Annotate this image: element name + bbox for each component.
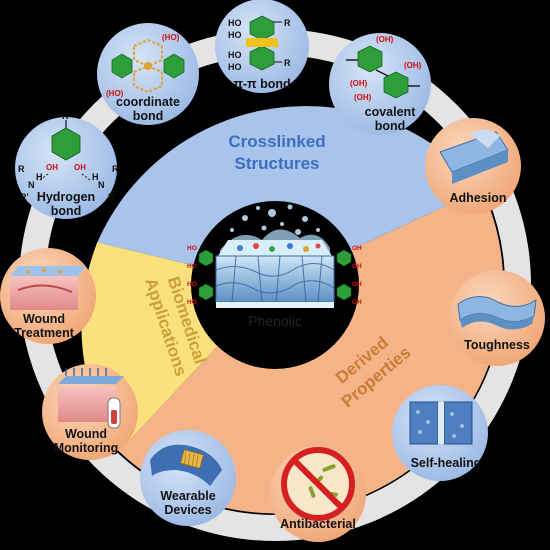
wound-treatment-label-line2: Treatment — [14, 326, 75, 340]
covalent-bond-label-line2: bond — [375, 119, 406, 133]
svg-text:R: R — [284, 18, 291, 28]
covalent-bond-icon: (OH) (OH) (OH) (OH) — [346, 35, 422, 102]
coordinate-bond-icon: (HO) (HO) — [106, 33, 185, 98]
node-toughness: Toughness — [449, 270, 545, 366]
svg-text:H: H — [92, 172, 99, 182]
crosslinked-label-line2: Structures — [234, 154, 319, 173]
svg-text:HO: HO — [187, 281, 197, 288]
node-self-healing: Self-healing — [392, 385, 488, 481]
svg-text:R: R — [112, 164, 119, 174]
node-antibacterial: Antibacterial — [270, 446, 366, 542]
svg-text:HO: HO — [228, 62, 242, 72]
svg-text:R': R' — [108, 192, 117, 202]
svg-text:(OH): (OH) — [404, 61, 422, 70]
wound-treatment-label-line1: Wound — [23, 312, 65, 326]
node-wound-monitoring: Wound Monitoring — [42, 364, 138, 460]
svg-text:HO: HO — [187, 263, 197, 270]
svg-text:(HO): (HO) — [162, 33, 180, 42]
crosslinked-label-line1: Crosslinked — [228, 132, 325, 151]
wound-monitoring-icon — [58, 368, 124, 429]
node-coordinate-bond: (HO) (HO) coordinate bond — [97, 23, 199, 125]
wound-monitoring-label-line2: Monitoring — [54, 441, 119, 455]
node-adhesion: Adhesion — [425, 118, 521, 214]
svg-text:R: R — [284, 58, 291, 68]
node-covalent-bond: (OH) (OH) (OH) (OH) covalent bond — [329, 33, 431, 135]
toughness-label: Toughness — [464, 338, 530, 352]
svg-text:N: N — [98, 180, 105, 190]
pi-pi-bond-label: π-π bond — [233, 77, 290, 91]
wound-monitoring-label-line1: Wound — [65, 427, 107, 441]
svg-text:(OH): (OH) — [350, 79, 368, 88]
svg-text:(OH): (OH) — [354, 93, 372, 102]
covalent-bond-label-line1: covalent — [365, 105, 417, 119]
segment-crosslinked — [97, 106, 482, 286]
coordinate-bond-label-line1: coordinate — [116, 95, 180, 109]
svg-text:HO: HO — [187, 299, 197, 306]
self-healing-label: Self-healing — [411, 456, 482, 470]
svg-text:HO: HO — [187, 245, 197, 252]
svg-text:R: R — [62, 111, 69, 121]
pi-pi-bond-icon: HO HO HO HO R R — [228, 15, 291, 72]
svg-text:HO: HO — [228, 18, 242, 28]
svg-text:HO: HO — [228, 30, 242, 40]
antibacterial-label: Antibacterial — [280, 517, 356, 531]
node-wound-treatment: Wound Treatment — [0, 248, 96, 344]
antibacterial-icon — [281, 447, 355, 521]
svg-text:(OH): (OH) — [376, 35, 394, 44]
svg-text:R: R — [18, 164, 25, 174]
svg-text:OH: OH — [46, 163, 58, 172]
wearable-device-icon — [150, 444, 222, 486]
coordinate-bond-label-line2: bond — [133, 109, 164, 123]
adhesion-label: Adhesion — [450, 191, 507, 205]
hydrogen-bond-label-line2: bond — [51, 204, 82, 218]
svg-text:OH: OH — [352, 245, 362, 252]
hydrogen-bond-icon: R OH OH R R N N H H R' R' — [18, 111, 119, 202]
svg-text:N: N — [28, 180, 35, 190]
svg-text:OH: OH — [352, 299, 362, 306]
self-healing-icon — [409, 401, 473, 445]
wearable-devices-label-line1: Wearable — [160, 489, 215, 503]
hydrogen-bond-label-line1: Hydrogen — [37, 190, 95, 204]
center-hydrogel-icon: HO HO HO HO OH OH OH OH — [187, 204, 362, 308]
svg-text:H: H — [36, 172, 43, 182]
adhesion-icon — [439, 129, 509, 184]
svg-text:OH: OH — [74, 163, 86, 172]
svg-text:(HO): (HO) — [106, 89, 124, 98]
toughness-icon — [457, 296, 537, 330]
svg-text:OH: OH — [352, 263, 362, 270]
svg-text:R': R' — [20, 192, 29, 202]
wound-treatment-icon — [10, 266, 86, 310]
center-label: Phenolic — [248, 313, 302, 329]
node-hydrogen-bond: R OH OH R R N N H H R' R' Hydrogen bond — [15, 111, 119, 219]
svg-text:HO: HO — [228, 50, 242, 60]
node-wearable-devices: Wearable Devices — [140, 430, 236, 526]
node-pi-pi-bond: HO HO HO HO R R π-π bond — [215, 0, 309, 93]
svg-text:OH: OH — [352, 281, 362, 288]
wearable-devices-label-line2: Devices — [164, 503, 211, 517]
